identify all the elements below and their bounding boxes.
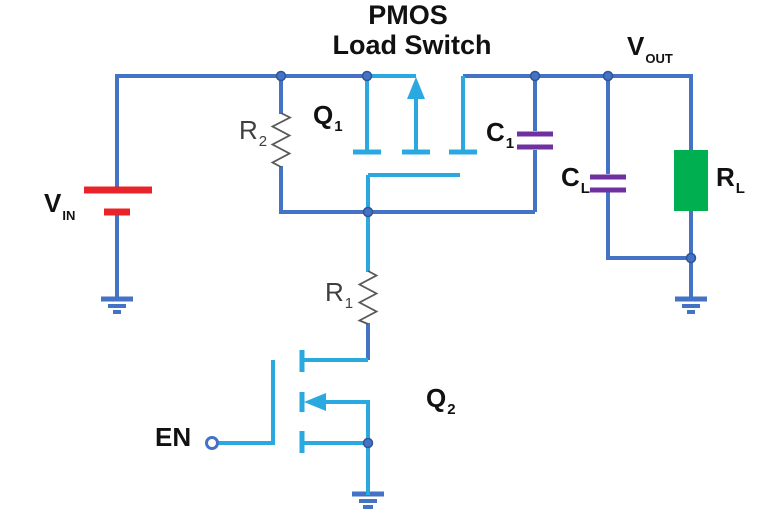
en-main-text: EN <box>155 422 192 452</box>
label-cl: CL <box>561 162 590 196</box>
r1-sub-text: 1 <box>344 295 354 312</box>
pmos-q1-symbol <box>353 74 477 212</box>
ground-vin <box>101 296 133 314</box>
battery-vin <box>84 186 152 216</box>
junction-dot <box>362 437 374 449</box>
label-q1: Q1 <box>313 100 343 134</box>
wire-gate-node <box>279 166 535 214</box>
nmos-q2-symbol <box>205 350 370 495</box>
label-rl: RL <box>716 162 745 196</box>
cl-main-text: C <box>561 162 580 192</box>
capacitor-c1 <box>517 131 553 150</box>
vout-sub-text: OUT <box>645 51 673 66</box>
label-r2: R2 <box>239 115 267 149</box>
rl-sub-text: L <box>735 180 745 197</box>
junction-dot <box>361 70 373 82</box>
junction-dot <box>602 70 614 82</box>
vout-main-text: V <box>627 31 645 61</box>
junction-dot <box>685 252 697 264</box>
label-vin: VIN <box>44 188 75 222</box>
r2-main-text: R <box>239 115 258 145</box>
title-line-2-text: Load Switch <box>332 30 492 60</box>
q2-body-arrow-left-icon <box>304 393 326 411</box>
resistor-r1-zigzag <box>357 270 379 325</box>
c1-main-text: C <box>486 117 505 147</box>
ground-q2 <box>352 491 384 509</box>
title-line-1: PMOS <box>368 2 448 29</box>
label-vout: VOUT <box>627 31 673 65</box>
q1-main-text: Q <box>313 100 334 130</box>
q2-body-wire <box>322 400 370 443</box>
wires <box>115 74 693 360</box>
resistor-r2-zigzag <box>270 112 292 168</box>
q2-main-text: Q <box>426 383 447 413</box>
vin-main-text: V <box>44 188 62 218</box>
wire-cl-bottom-lead <box>606 192 691 260</box>
title-line-1-text: PMOS <box>368 0 448 30</box>
r1-main-text: R <box>325 277 344 307</box>
junction-dot <box>529 70 541 82</box>
label-r1: R1 <box>325 277 353 311</box>
r2-sub-text: 2 <box>258 133 268 150</box>
en-terminal-circle <box>205 436 219 450</box>
label-en: EN <box>155 424 192 450</box>
q2-sub-text: 2 <box>447 401 456 418</box>
junction-dots <box>275 70 697 449</box>
rl-main-text: R <box>716 162 735 192</box>
title-line-2: Load Switch <box>332 32 491 59</box>
junction-dot <box>275 70 287 82</box>
ground-rl <box>675 296 707 314</box>
c1-sub-text: 1 <box>505 135 515 152</box>
label-q2: Q2 <box>426 383 456 417</box>
q1-sub-text: 1 <box>334 118 343 135</box>
cl-sub-text: L <box>580 180 590 197</box>
q1-body-arrow-up-icon <box>407 77 425 99</box>
capacitor-cl <box>590 174 626 193</box>
junction-dot <box>362 206 374 218</box>
load-resistor-rl <box>674 150 708 211</box>
label-c1: C1 <box>486 117 514 151</box>
vin-sub-text: IN <box>62 208 76 223</box>
